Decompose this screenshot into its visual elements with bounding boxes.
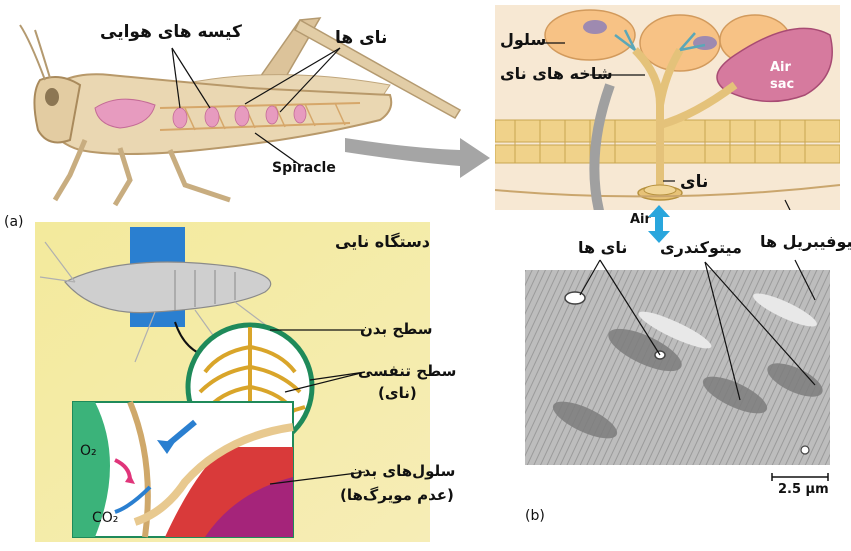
trachea-detail-illustration (495, 5, 840, 210)
air-sac-label-1: Air (770, 60, 791, 75)
o2-label: O₂ (80, 443, 97, 459)
scale-label: 2.5 µm (778, 482, 829, 497)
body-cells-sub-label: (عدم مویرگ‌ها) (340, 486, 454, 504)
trachea-label: نای (680, 172, 708, 192)
tracheole-branch-label: شاخه های نای (500, 64, 613, 83)
grasshopper-illustration (0, 0, 500, 230)
respiratory-surface-label: سطح تنفسی (358, 362, 456, 380)
tracheal-system-title: دستگاه نایی (335, 232, 430, 251)
cell-label: سلول (500, 30, 546, 49)
scale-bar (770, 472, 830, 482)
myofibrils-label: میوفیبریل ها (760, 232, 851, 251)
spiracle-label: Spiracle (272, 160, 336, 176)
body-cells-label: سلول‌های بدن (350, 462, 455, 480)
micrograph-pointer-lines (560, 250, 850, 410)
air-sac-label-2: sac (770, 77, 794, 92)
co2-label: CO₂ (92, 510, 118, 526)
air-sacs-label: کیسه های هوایی (100, 22, 242, 42)
panel-a-tag: (a) (4, 214, 24, 230)
tracheae-label: نای ها (335, 28, 387, 48)
respiratory-surface-sub-label: (نای) (378, 384, 417, 402)
transition-arrow (340, 120, 500, 190)
panel-b-tag: (b) (525, 508, 545, 524)
body-surface-label: سطح بدن (360, 320, 433, 338)
